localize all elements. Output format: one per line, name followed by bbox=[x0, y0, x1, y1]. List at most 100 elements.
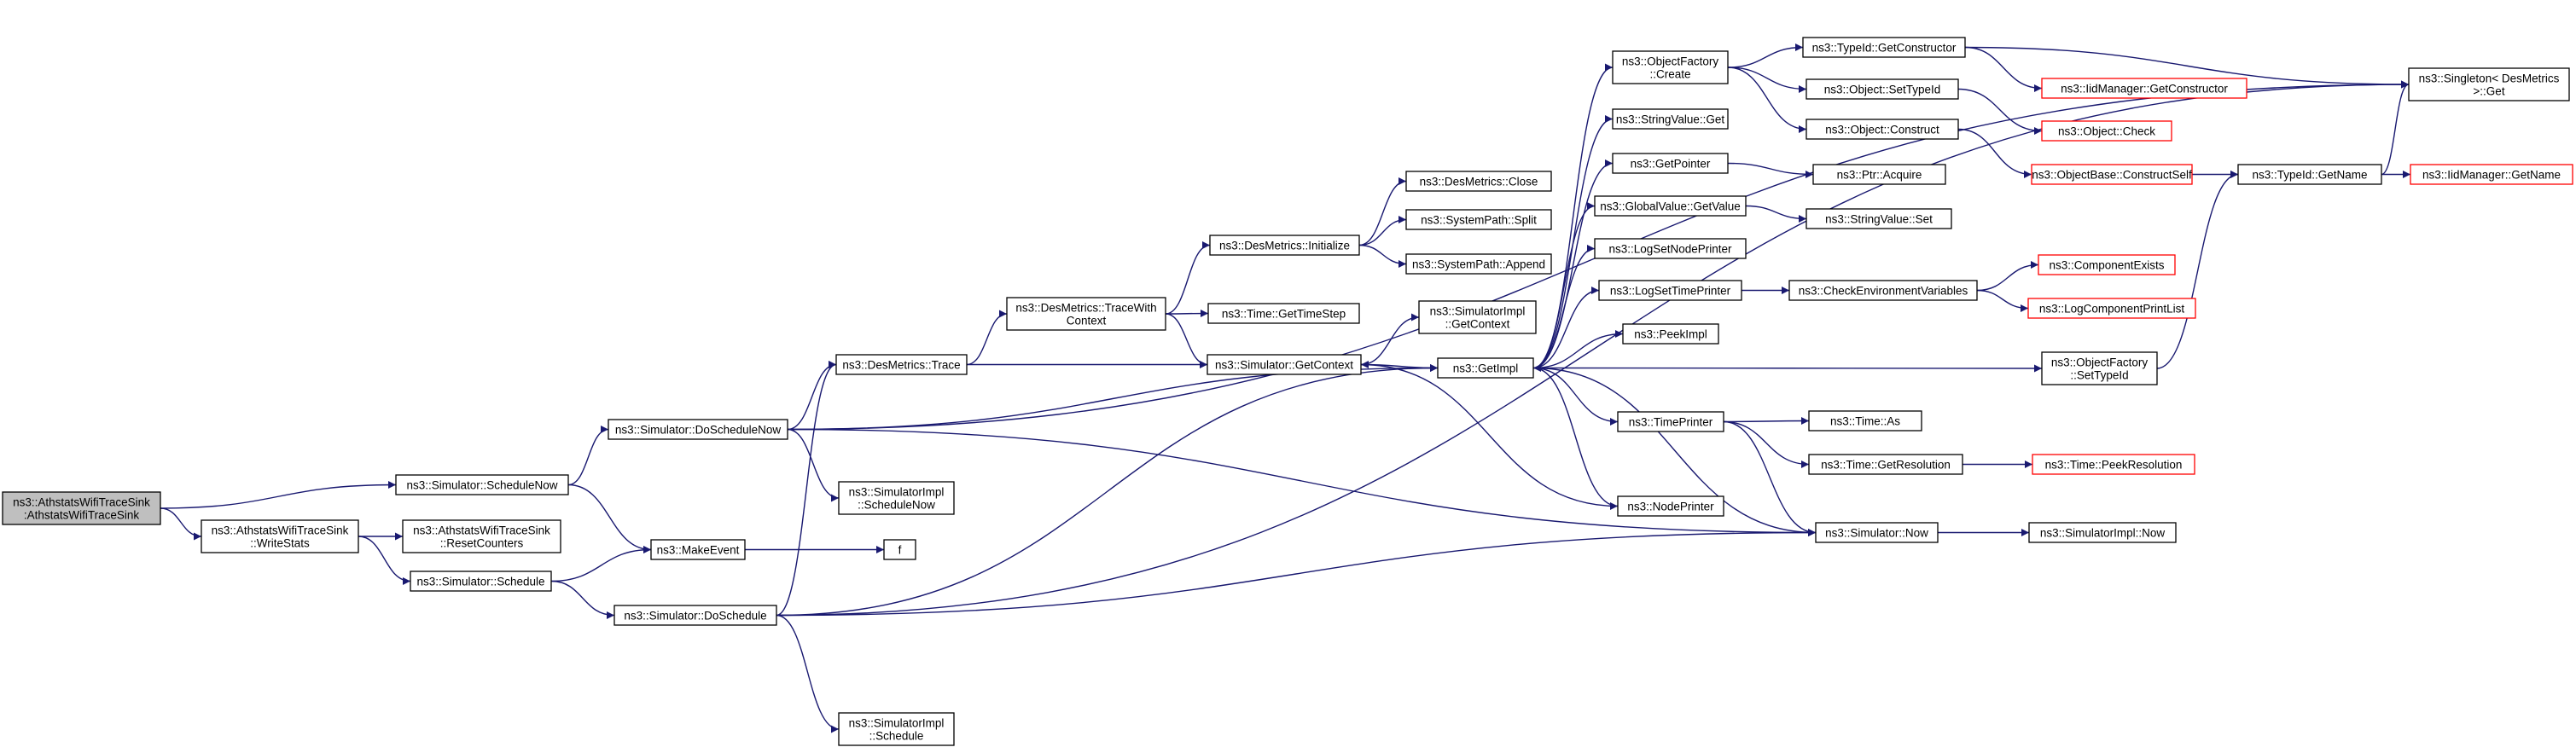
node-tid-get-name[interactable]: ns3::TypeId::GetName bbox=[2237, 164, 2382, 185]
node-box bbox=[608, 419, 788, 440]
node-node-printer[interactable]: ns3::NodePrinter bbox=[1617, 495, 1724, 517]
edge-doSchedule-to-simNow bbox=[776, 529, 1817, 617]
node-label: ns3::GetPointer bbox=[1631, 158, 1711, 171]
node-box bbox=[1594, 238, 1747, 259]
node-schedule[interactable]: ns3::Simulator::Schedule bbox=[410, 571, 552, 592]
node-box bbox=[1405, 253, 1552, 275]
node-label: ns3::ObjectFactory bbox=[1622, 55, 1719, 68]
node-box bbox=[1207, 303, 1360, 324]
node-log-node-printer[interactable]: ns3::LogSetNodePrinter bbox=[1594, 238, 1747, 259]
node-peek-res[interactable]: ns3::Time::PeekResolution bbox=[2032, 454, 2195, 475]
node-get-time-step[interactable]: ns3::Time::GetTimeStep bbox=[1207, 303, 1360, 324]
node-sim-now[interactable]: ns3::Simulator::Now bbox=[1815, 522, 1939, 543]
edge-timePrinter-to-simNow bbox=[1723, 420, 1817, 536]
node-obj-check[interactable]: ns3::Object::Check bbox=[2041, 120, 2172, 142]
node-box bbox=[1207, 354, 1362, 375]
node-get-impl[interactable]: ns3::GetImpl bbox=[1437, 357, 1534, 379]
node-label: ns3::GlobalValue::GetValue bbox=[1600, 200, 1741, 213]
node-box bbox=[2, 491, 161, 525]
node-box bbox=[1418, 300, 1537, 334]
edge-getImpl-to-peekImpl bbox=[1532, 330, 1624, 369]
node-box bbox=[1806, 78, 1959, 100]
edge-schedNow-to-doSchedNow bbox=[567, 426, 609, 486]
edge-simGetContext-to-implGetContext bbox=[1360, 313, 1420, 366]
node-box bbox=[1612, 153, 1729, 174]
node-label: ns3::StringValue::Set bbox=[1825, 213, 1933, 226]
edge-getPointer-to-ptrAcquire bbox=[1727, 162, 1814, 178]
node-ptr-acquire[interactable]: ns3::Ptr::Acquire bbox=[1812, 164, 1946, 185]
node-str-get[interactable]: ns3::StringValue::Get bbox=[1612, 108, 1729, 130]
node-label: Context bbox=[1067, 315, 1107, 327]
node-obj-set-tid[interactable]: ns3::Object::SetTypeId bbox=[1806, 78, 1959, 100]
node-reset-counters[interactable]: ns3::AthstatsWifiTraceSink::ResetCounter… bbox=[402, 519, 561, 553]
node-label: ::WriteStats bbox=[250, 537, 310, 550]
node-singleton[interactable]: ns3::Singleton< DesMetrics >::Get bbox=[2408, 67, 2570, 101]
node-construct-self[interactable]: ns3::ObjectBase::ConstructSelf bbox=[2031, 164, 2193, 185]
node-box bbox=[838, 712, 955, 746]
node-do-sched-now[interactable]: ns3::Simulator::DoScheduleNow bbox=[608, 419, 788, 440]
node-sp-split[interactable]: ns3::SystemPath::Split bbox=[1405, 209, 1552, 230]
node-label: ns3::Simulator::DoSchedule bbox=[624, 610, 766, 623]
node-sp-append[interactable]: ns3::SystemPath::Append bbox=[1405, 253, 1552, 275]
node-sched-now[interactable]: ns3::Simulator::ScheduleNow bbox=[395, 474, 569, 495]
node-gv-get-value[interactable]: ns3::GlobalValue::GetValue bbox=[1594, 195, 1747, 217]
node-time-as[interactable]: ns3::Time::As bbox=[1808, 410, 1922, 432]
node-label: ::Schedule bbox=[869, 730, 924, 743]
node-box bbox=[1617, 411, 1724, 432]
node-box bbox=[883, 539, 916, 560]
node-label: ns3::Object::Check bbox=[2058, 125, 2155, 138]
node-label: ns3::TimePrinter bbox=[1629, 416, 1713, 429]
edge-doSchedule-to-singleton bbox=[776, 80, 2410, 617]
node-tid-get-cons[interactable]: ns3::TypeId::GetConstructor bbox=[1802, 37, 1966, 58]
node-box bbox=[650, 539, 746, 560]
node-root[interactable]: ns3::AthstatsWifiTraceSink:AthstatsWifiT… bbox=[2, 491, 161, 525]
node-impl-get-context[interactable]: ns3::SimulatorImpl::GetContext bbox=[1418, 300, 1537, 334]
node-label: ns3::ObjectBase::ConstructSelf bbox=[2032, 169, 2192, 182]
node-box bbox=[2041, 351, 2158, 385]
node-impl-now[interactable]: ns3::SimulatorImpl::Now bbox=[2028, 522, 2177, 543]
node-box bbox=[1594, 195, 1747, 217]
node-comp-exists[interactable]: ns3::ComponentExists bbox=[2038, 254, 2176, 275]
node-label: :AthstatsWifiTraceSink bbox=[24, 509, 140, 522]
node-of-create[interactable]: ns3::ObjectFactory::Create bbox=[1612, 50, 1729, 84]
node-box bbox=[1808, 410, 1922, 432]
edge-ofCreate-to-tidGetCons bbox=[1727, 43, 1804, 68]
edge-tidGetName-to-singleton bbox=[2381, 80, 2410, 176]
edge-nodePrinter-to-simGetContext bbox=[1360, 361, 1619, 507]
node-iid-get-cons[interactable]: ns3::IidManager::GetConstructor bbox=[2041, 78, 2247, 99]
node-des-trace[interactable]: ns3::DesMetrics::Trace bbox=[835, 354, 968, 375]
node-peek-impl[interactable]: ns3::PeekImpl bbox=[1622, 323, 1719, 345]
node-obj-construct[interactable]: ns3::Object::Construct bbox=[1806, 119, 1959, 140]
node-impl-sched-now[interactable]: ns3::SimulatorImpl::ScheduleNow bbox=[838, 481, 955, 515]
node-check-env[interactable]: ns3::CheckEnvironmentVariables bbox=[1788, 280, 1978, 301]
node-box bbox=[1802, 37, 1966, 58]
node-iid-get-name[interactable]: ns3::IidManager::GetName bbox=[2410, 164, 2573, 185]
edge-schedule-to-doSchedule bbox=[550, 580, 615, 619]
node-get-pointer[interactable]: ns3::GetPointer bbox=[1612, 153, 1729, 174]
node-log-comp-print[interactable]: ns3::LogComponentPrintList bbox=[2027, 298, 2196, 319]
node-des-close[interactable]: ns3::DesMetrics::Close bbox=[1405, 171, 1552, 192]
node-make-event[interactable]: ns3::MakeEvent bbox=[650, 539, 746, 560]
node-label: ns3::Time::PeekResolution bbox=[2045, 459, 2183, 472]
node-impl-schedule[interactable]: ns3::SimulatorImpl::Schedule bbox=[838, 712, 955, 746]
node-f[interactable]: f bbox=[883, 539, 916, 560]
node-write-stats[interactable]: ns3::AthstatsWifiTraceSink::WriteStats bbox=[201, 519, 359, 553]
node-sim-get-context[interactable]: ns3::Simulator::GetContext bbox=[1207, 354, 1362, 375]
node-label: ns3::PeekImpl bbox=[1634, 328, 1707, 341]
node-label: ns3::Time::GetTimeStep bbox=[1222, 308, 1346, 321]
node-label: ns3::DesMetrics::Trace bbox=[842, 359, 960, 372]
node-str-set[interactable]: ns3::StringValue::Set bbox=[1806, 208, 1952, 229]
node-des-init[interactable]: ns3::DesMetrics::Initialize bbox=[1209, 235, 1360, 256]
node-label: ns3::Simulator::Schedule bbox=[416, 576, 544, 588]
edge-ofCreate-to-objSetTid bbox=[1727, 67, 1807, 93]
node-do-schedule[interactable]: ns3::Simulator::DoSchedule bbox=[613, 605, 777, 626]
node-of-set-tid[interactable]: ns3::ObjectFactory::SetTypeId bbox=[2041, 351, 2158, 385]
node-label: ns3::DesMetrics::Initialize bbox=[1219, 240, 1350, 252]
edge-objSetTid-to-objCheck bbox=[1957, 88, 2043, 135]
node-get-res[interactable]: ns3::Time::GetResolution bbox=[1808, 454, 1963, 475]
node-label: ns3::StringValue::Get bbox=[1616, 113, 1725, 126]
node-time-printer[interactable]: ns3::TimePrinter bbox=[1617, 411, 1724, 432]
node-log-time-printer[interactable]: ns3::LogSetTimePrinter bbox=[1598, 280, 1742, 301]
edge-schedNow-to-makeEvent bbox=[567, 484, 652, 553]
